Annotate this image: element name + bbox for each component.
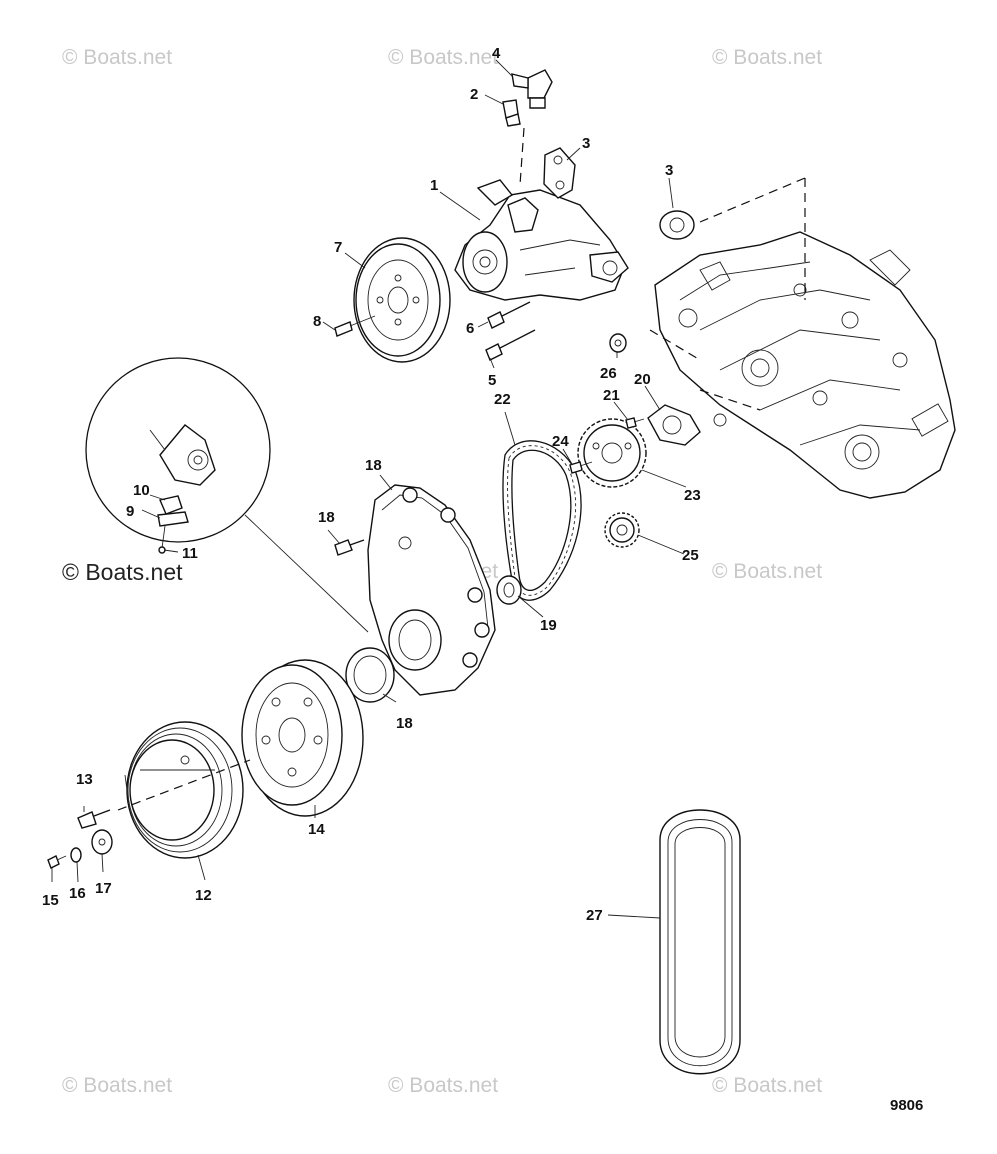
timing-chain [502,440,582,601]
callout-18-seal: 18 [396,715,413,732]
engine-block-illustration [654,231,956,499]
watermark-bottom-right: © Boats.net [712,1074,822,1097]
front-seal [345,647,395,703]
callout-26: 26 [600,365,617,382]
callout-25: 25 [682,547,699,564]
alignment-line [699,177,806,223]
crankshaft-pulley [124,721,244,859]
callout-13: 13 [76,771,93,788]
camshaft-sprocket-23 [577,418,647,488]
harmonic-balancer [241,659,364,817]
watermark-top-left: © Boats.net [62,46,172,69]
callout-6: 6 [466,320,474,337]
bolt-13 [77,809,111,829]
bolt-8 [334,315,376,337]
watermark-bottom-left: © Boats.net [62,1074,172,1097]
callout-labels: 4 2 3 3 1 7 8 6 5 26 21 20 22 24 23 25 1… [42,45,701,924]
callout-9: 9 [126,503,134,520]
callout-3-right: 3 [665,162,673,179]
thrust-washer-19 [496,575,522,605]
callout-11: 11 [182,545,198,562]
alignment-line [117,759,251,811]
callout-18-bolt: 18 [318,509,335,526]
callout-4: 4 [492,45,501,62]
callout-22: 22 [494,391,511,408]
watermark-top-center: © Boats.net [388,46,498,69]
gasket-upper [543,147,576,199]
crank-sprocket-25 [604,512,640,548]
watermarks: © Boats.net © Boats.net © Boats.net © Bo… [62,46,822,1097]
elbow-fitting [511,69,553,109]
washer-17 [91,829,113,855]
bolt-15 [47,855,67,869]
watermark-bottom-center: © Boats.net [388,1074,498,1097]
watermark-top-right: © Boats.net [712,46,822,69]
callout-7: 7 [334,239,342,256]
callout-20: 20 [634,371,651,388]
alignment-line [699,389,761,411]
callout-3-upper: 3 [582,135,590,152]
plug-fitting [502,99,521,127]
gasket-right [659,210,695,240]
washer-16 [70,847,82,863]
callout-18-cover: 18 [365,457,382,474]
alignment-line [519,127,525,186]
bolt-24 [569,461,593,474]
callout-8: 8 [313,313,321,330]
callout-10: 10 [133,482,150,499]
callout-21: 21 [603,387,620,404]
diagram-reference-number: 9806 [890,1097,923,1114]
alignment-line [649,329,701,361]
callout-12: 12 [195,887,212,904]
stud-5 [485,329,536,361]
thrust-plate-20 [647,404,701,446]
callout-1: 1 [430,177,438,194]
callout-27: 27 [586,907,603,924]
watermark-mid-right: © Boats.net [712,560,822,583]
callout-5: 5 [488,372,496,389]
timing-cover [367,484,496,696]
callout-23: 23 [684,487,701,504]
watermark-mid-left: © Boats.net [62,559,183,585]
callout-24: 24 [552,433,569,450]
serpentine-belt [659,809,741,1075]
inset-detail-circle [85,357,369,633]
callout-15: 15 [42,892,59,909]
callout-19: 19 [540,617,557,634]
leader-lines [51,59,687,919]
callout-14: 14 [308,821,325,838]
water-pump-pulley [353,237,451,363]
callout-16: 16 [69,885,86,902]
callout-17: 17 [95,880,112,897]
bolt-6 [487,301,531,329]
bolt-18 [334,539,365,556]
bolt-21 [625,417,645,429]
nut-26 [609,333,627,353]
water-pump [454,179,629,301]
callout-2: 2 [470,86,478,103]
